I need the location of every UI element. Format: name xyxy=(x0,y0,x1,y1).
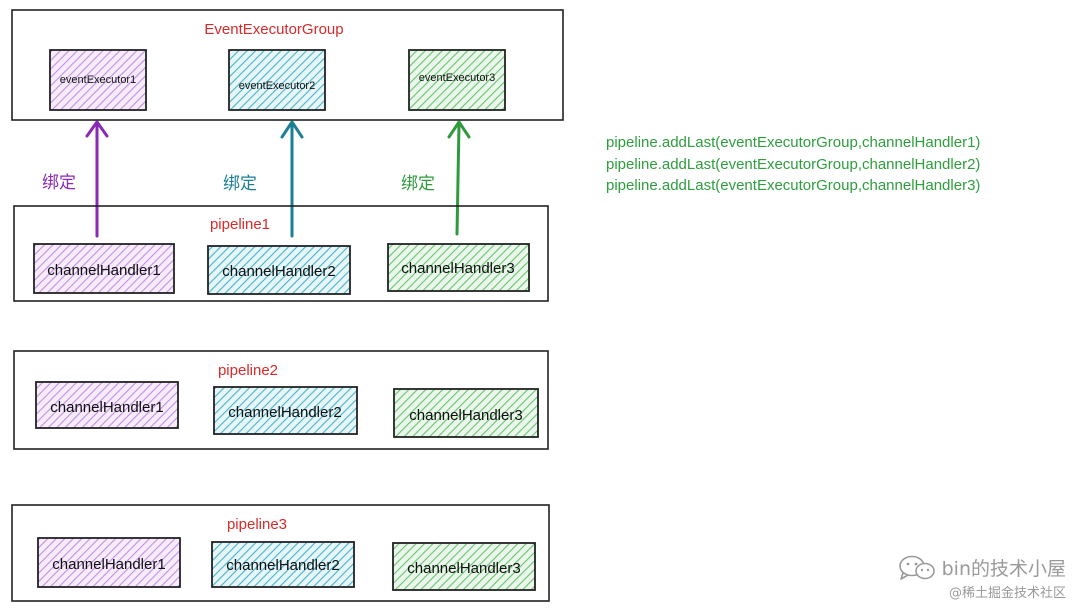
handler-label: channelHandler1 xyxy=(47,262,160,279)
bind-label-3: 绑定 xyxy=(401,174,435,194)
event-executor-2: eventExecutor2 xyxy=(228,49,326,111)
handler-label: channelHandler2 xyxy=(222,263,335,280)
pipeline-3: pipeline3 channelHandler1 channelHandler… xyxy=(11,504,550,602)
event-executor-3-label: eventExecutor3 xyxy=(419,72,495,84)
bind-arrow-2 xyxy=(280,120,304,238)
bind-arrow-3 xyxy=(447,120,471,236)
pipeline-2-title: pipeline2 xyxy=(218,362,278,379)
event-executor-3: eventExecutor3 xyxy=(408,49,506,111)
handler-label: channelHandler1 xyxy=(52,556,165,573)
bind-label-2: 绑定 xyxy=(223,174,257,194)
handler-label: channelHandler3 xyxy=(409,407,522,424)
pipeline-1-frame xyxy=(13,205,549,302)
pipeline-1-handler-3: channelHandler3 xyxy=(387,243,530,292)
pipeline-1-title: pipeline1 xyxy=(210,216,270,233)
pipeline-3-handler-3: channelHandler3 xyxy=(392,542,536,591)
code-line-3: pipeline.addLast(eventExecutorGroup,chan… xyxy=(606,177,981,194)
pipeline-2-handler-2: channelHandler2 xyxy=(213,386,358,435)
pipeline-1-handler-2: channelHandler2 xyxy=(207,245,351,295)
pipeline-1: pipeline1 channelHandler1 channelHandler… xyxy=(13,205,549,302)
event-executor-1-label: eventExecutor1 xyxy=(60,74,136,86)
bind-label-1: 绑定 xyxy=(42,173,76,193)
pipeline-3-frame xyxy=(11,504,550,602)
pipeline-1-handler-1: channelHandler1 xyxy=(33,243,175,294)
code-line-2: pipeline.addLast(eventExecutorGroup,chan… xyxy=(606,155,981,173)
pipeline-2-frame xyxy=(13,350,549,450)
executor-group: EventExecutorGroup eventExecutor1 eventE… xyxy=(11,9,564,121)
executor-group-frame xyxy=(11,9,564,121)
code-snippet: pipeline.addLast(eventExecutorGroup,chan… xyxy=(606,132,980,197)
pipeline-3-handler-2: channelHandler2 xyxy=(211,541,355,588)
pipeline-2-handler-3: channelHandler3 xyxy=(393,388,539,438)
watermark-title: bin的技术小屋 xyxy=(941,558,1066,580)
handler-label: channelHandler2 xyxy=(226,557,339,574)
handler-label: channelHandler3 xyxy=(407,560,520,577)
watermark-main: bin的技术小屋 xyxy=(898,554,1066,581)
watermark: bin的技术小屋 @稀土掘金技术社区 xyxy=(898,554,1066,601)
handler-label: channelHandler1 xyxy=(50,399,163,416)
handler-label: channelHandler2 xyxy=(228,404,341,421)
bind-arrow-1 xyxy=(85,120,109,238)
code-line-1: pipeline.addLast(eventExecutorGroup,chan… xyxy=(606,134,981,151)
watermark-sub: @稀土掘金技术社区 xyxy=(948,586,1066,601)
event-executor-2-label: eventExecutor2 xyxy=(239,80,315,92)
wechat-icon xyxy=(898,555,935,580)
pipeline-3-handler-1: channelHandler1 xyxy=(37,537,181,588)
handler-label: channelHandler3 xyxy=(401,260,514,277)
pipeline-2-handler-1: channelHandler1 xyxy=(35,381,179,429)
pipeline-3-title: pipeline3 xyxy=(227,516,287,533)
executor-group-title: EventExecutorGroup xyxy=(204,21,343,38)
event-executor-1: eventExecutor1 xyxy=(49,49,147,111)
pipeline-2: pipeline2 channelHandler1 channelHandler… xyxy=(13,350,549,450)
